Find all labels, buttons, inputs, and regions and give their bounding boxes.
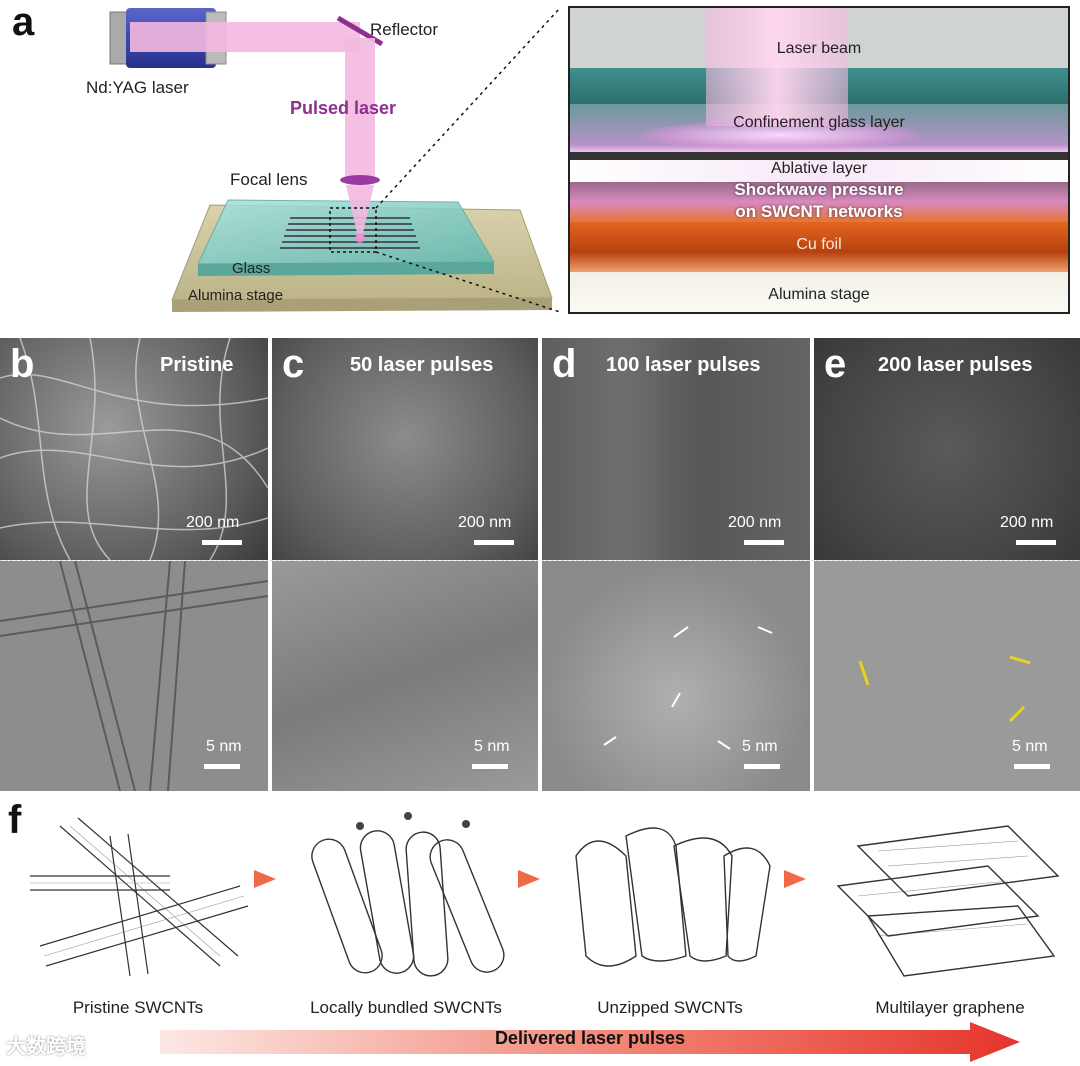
- stage-label-1: Pristine SWCNTs: [72, 998, 204, 1017]
- laser-setup-schematic: [109, 7, 560, 313]
- shockwave-layer: [570, 182, 1068, 222]
- laser-beam-column: [706, 8, 848, 126]
- alumina-stage-label: Alumina stage: [768, 286, 870, 303]
- glass-label: Glass: [232, 260, 271, 277]
- tem-scale-c: 5 nm: [474, 738, 510, 755]
- shockwave-label-1: Shockwave pressure: [734, 180, 904, 199]
- stage-label-3: Unzipped SWCNTs: [597, 998, 743, 1017]
- tem-image-e: [814, 561, 1080, 791]
- pulsed-laser-label: Pulsed laser: [290, 98, 397, 118]
- ablative-label: Ablative layer: [770, 160, 868, 177]
- sem-image-d: [542, 338, 810, 560]
- stage-label-2: Locally bundled SWCNTs: [310, 998, 502, 1017]
- unzipped-swcnt-illustration: [575, 827, 771, 967]
- tem-scale-e: 5 nm: [1012, 738, 1048, 755]
- focal-lens-label: Focal lens: [230, 170, 308, 189]
- graphene-arrows: [858, 655, 1031, 723]
- tem-scale-b: 5 nm: [206, 738, 242, 755]
- sem-scale-bar-c: [474, 540, 514, 545]
- layer-stack-zoom: Laser beam Confinement glass layer Ablat…: [568, 6, 1070, 314]
- stage-arrow-1: [254, 870, 276, 888]
- title-b: Pristine: [160, 354, 234, 376]
- sem-scale-e: 200 nm: [1000, 514, 1054, 531]
- laser-label: Nd:YAG laser: [86, 78, 189, 97]
- tem-scale-bar-b: [204, 764, 240, 769]
- tem-scale-bar-e: [1014, 764, 1050, 769]
- panel-letter-c: c: [282, 342, 305, 386]
- watermark: 大数跨境: [6, 1036, 86, 1058]
- delivered-pulses-label: Delivered laser pulses: [494, 1028, 686, 1048]
- panel-letter-e: e: [824, 342, 847, 386]
- stage-label-4: Multilayer graphene: [875, 998, 1025, 1017]
- panel-letter-f: f: [8, 798, 22, 842]
- reflector-label: Reflector: [370, 20, 439, 39]
- delivered-pulses-arrow: [160, 1022, 1020, 1062]
- tem-scale-bar-d: [744, 764, 780, 769]
- multilayer-graphene-illustration: [836, 825, 1060, 977]
- tem-scale-d: 5 nm: [742, 738, 778, 755]
- panel-letter-b: b: [10, 342, 35, 386]
- shockwave-label-2: on SWCNT networks: [735, 202, 903, 221]
- confinement-label: Confinement glass layer: [733, 114, 905, 131]
- tem-tube-texture: [0, 561, 268, 791]
- title-d: 100 laser pulses: [606, 354, 761, 376]
- nanotube-network-texture: [0, 338, 268, 560]
- sem-scale-bar-b: [202, 540, 242, 545]
- sem-tem-divider: [0, 560, 1080, 561]
- sem-image-b: [0, 338, 268, 560]
- laser-beam-label: Laser beam: [776, 40, 862, 57]
- sem-scale-bar-d: [744, 540, 784, 545]
- sem-scale-c: 200 nm: [458, 514, 512, 531]
- alumina-layer: [570, 272, 1068, 312]
- ablative-layer: [570, 160, 1068, 182]
- stage-arrow-2: [518, 870, 540, 888]
- beam-glow: [640, 120, 920, 150]
- sem-image-c: [272, 338, 538, 560]
- sem-scale-b: 200 nm: [186, 514, 240, 531]
- cu-foil-layer: [570, 222, 1068, 272]
- sem-scale-bar-e: [1016, 540, 1056, 545]
- unzip-arrows: [603, 626, 773, 750]
- pristine-swcnt-illustration: [30, 817, 249, 977]
- sem-image-e: [814, 338, 1080, 560]
- stage-arrow-3: [784, 870, 806, 888]
- cu-foil-label: Cu foil: [796, 236, 842, 253]
- bundled-swcnt-illustration: [311, 812, 505, 977]
- panel-letter-a: a: [12, 0, 35, 44]
- tem-image-c: [272, 561, 538, 791]
- panel-letter-d: d: [552, 342, 577, 386]
- tem-image-d: [542, 561, 810, 791]
- title-e: 200 laser pulses: [878, 354, 1033, 376]
- tem-image-b: [0, 561, 268, 791]
- stage-label: Alumina stage: [188, 287, 284, 304]
- sem-scale-d: 200 nm: [728, 514, 782, 531]
- separator-band: [570, 152, 1068, 160]
- title-c: 50 laser pulses: [350, 354, 494, 376]
- tem-scale-bar-c: [472, 764, 508, 769]
